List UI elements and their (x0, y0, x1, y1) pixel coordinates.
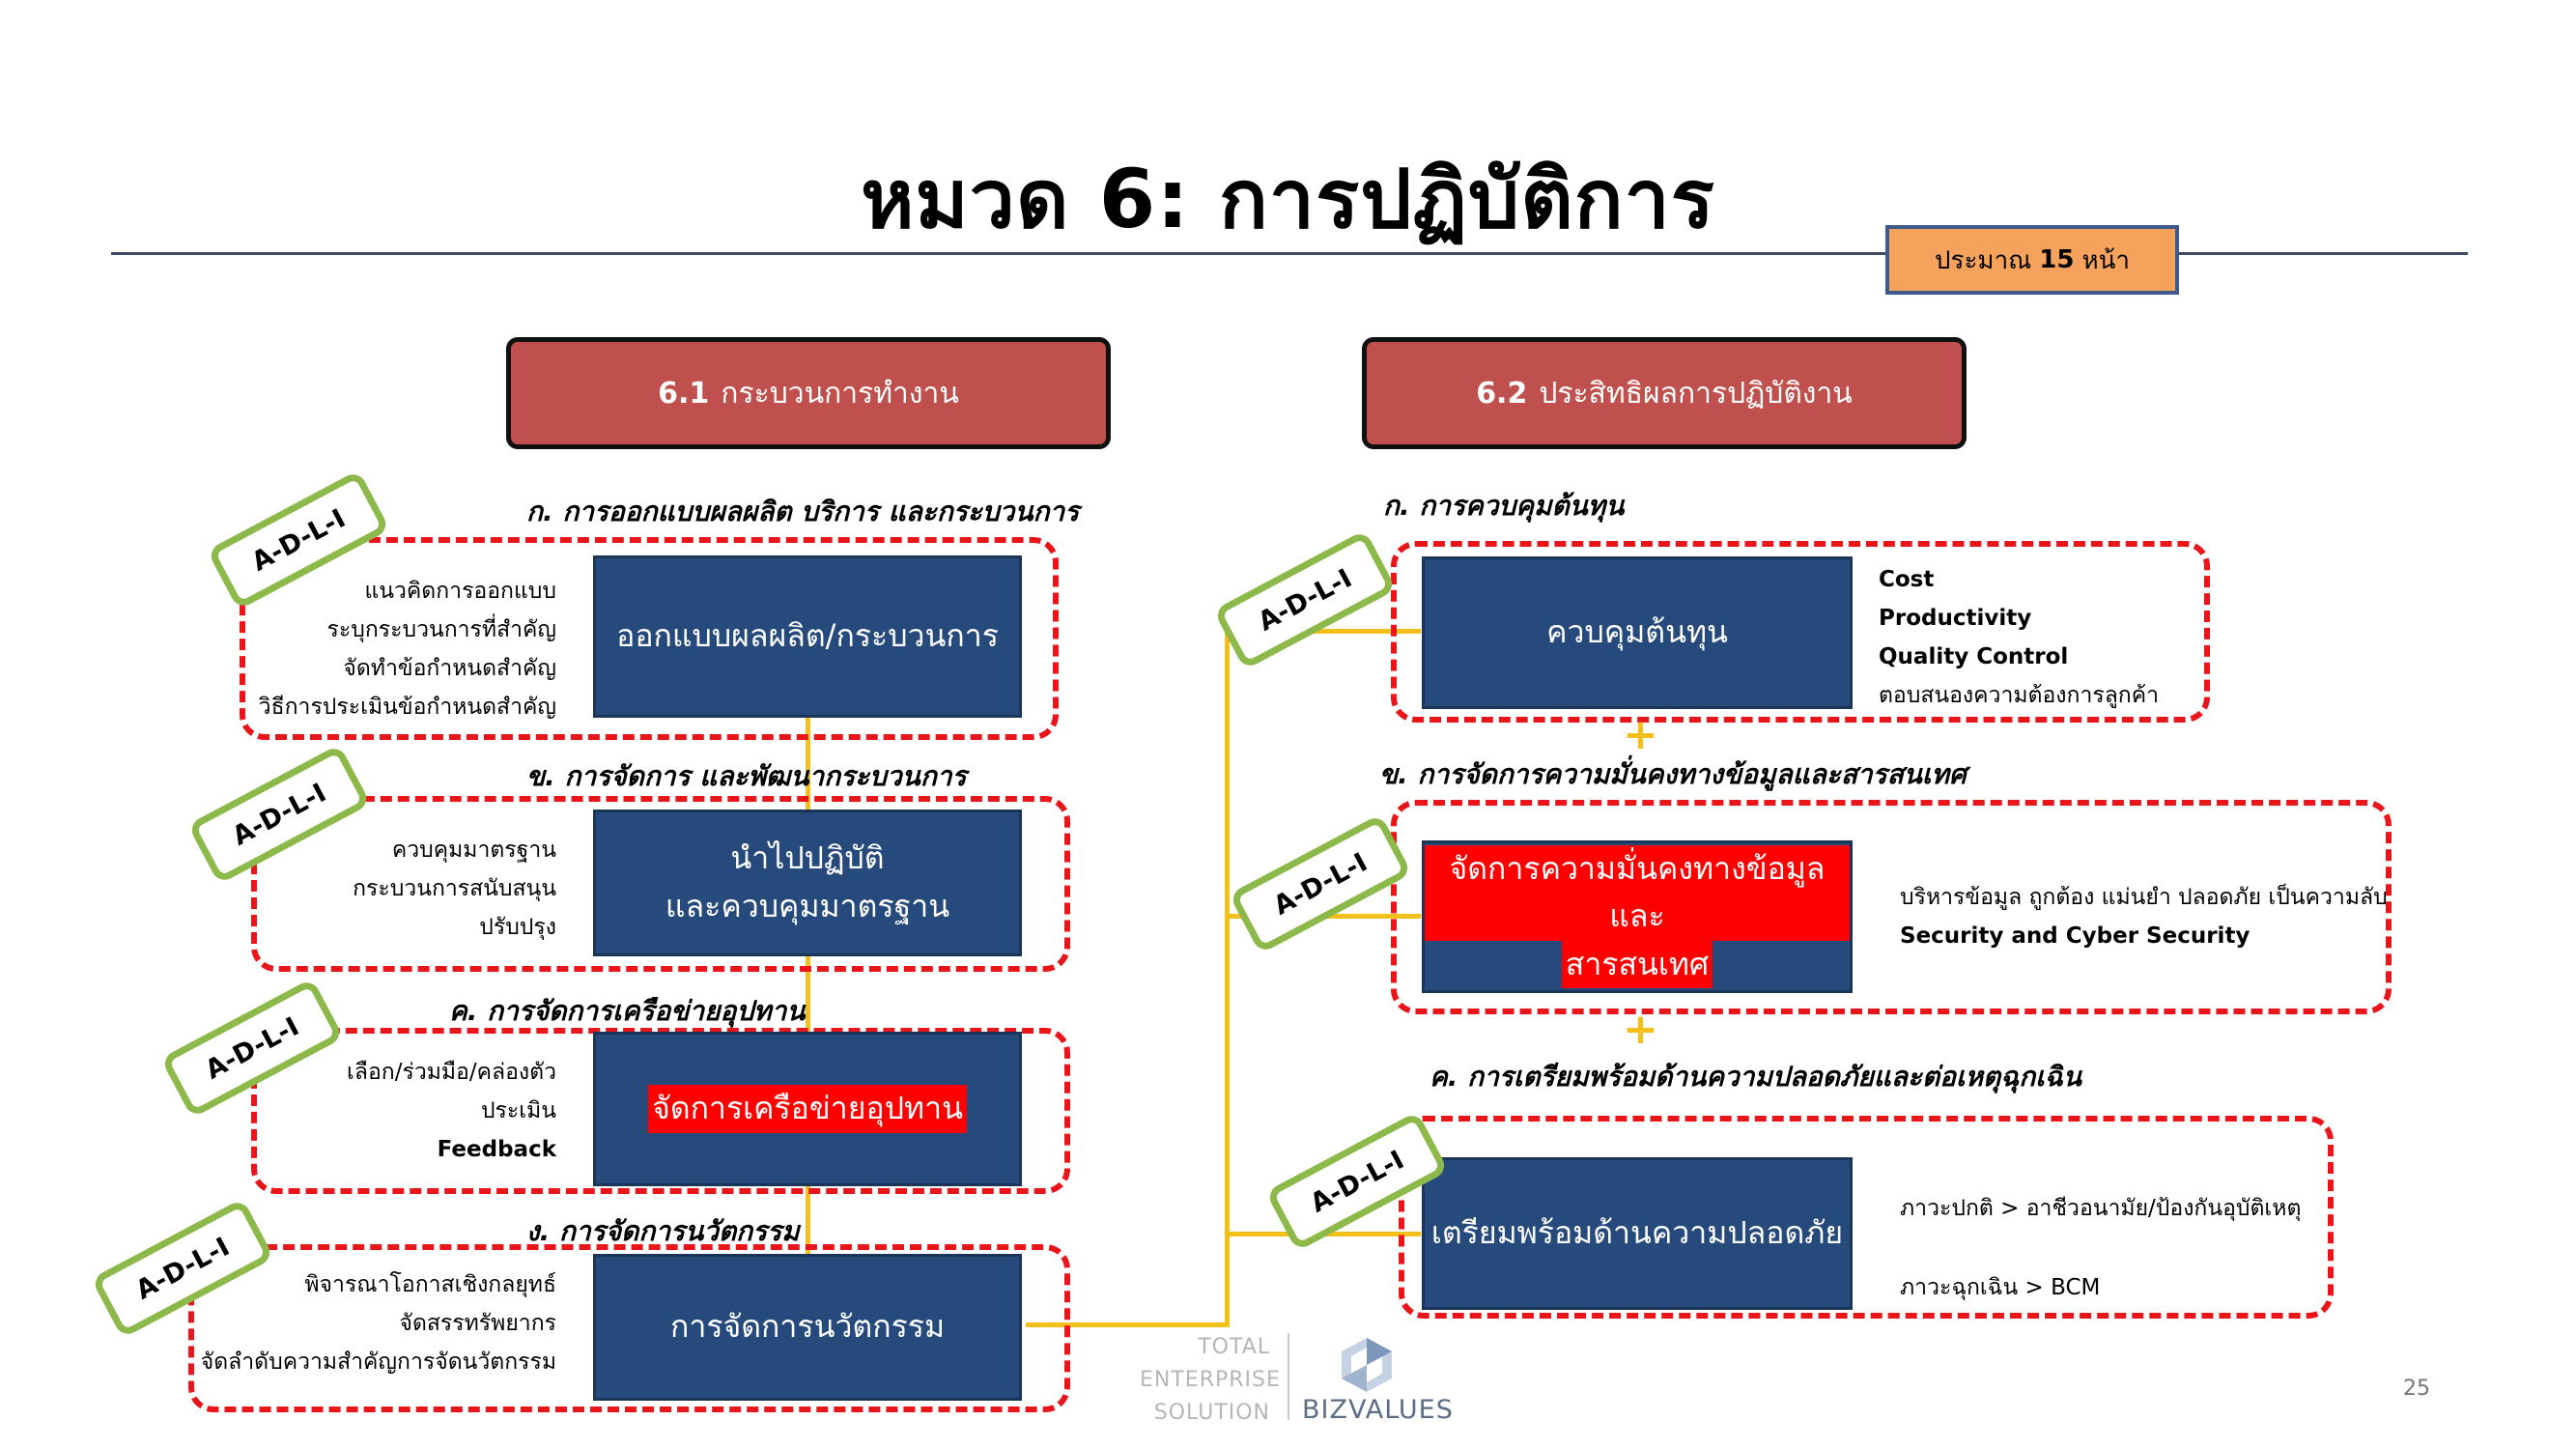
group-process-frame (251, 796, 1070, 972)
notes-cost: Cost Productivity Quality Control ตอบสนอ… (1879, 560, 2159, 715)
page-title: หมวด 6: การปฏิบัติการ (861, 152, 1715, 246)
note: วิธีการประเมินข้อกำหนดสำคัญ (258, 695, 556, 720)
brand-name: BIZVALUES (1302, 1395, 1454, 1425)
note: ภาวะปกติ > อาชีวอนามัย/ป้องกันอุบัติเหตุ (1900, 1196, 2302, 1221)
box-label: นำไปปฏิบัติ (730, 839, 885, 877)
note: Productivity (1879, 606, 2032, 631)
section-6-2-header: 6.2 ประสิทธิผลการปฏิบัติงาน (1362, 337, 1967, 449)
box-label-highlight: สารสนเทศ (1561, 940, 1713, 989)
bizvalues-logo-icon (1342, 1338, 1392, 1392)
group-design-frame (240, 537, 1059, 740)
subheading-cost-control: ก. การควบคุมต้นทุน (1383, 490, 1625, 522)
note: จัดลำดับความสำคัญการจัดนวัตกรรม (200, 1350, 556, 1375)
subheading-design: ก. การออกแบบผลผลิต บริการ และกระบวนการ (526, 496, 1080, 527)
note: พิจารณาโอกาสเชิงกลยุทธ์ (304, 1272, 556, 1297)
box-design: ออกแบบผลผลิต/กระบวนการ (593, 555, 1022, 718)
plus-sign: + (1623, 710, 1658, 759)
subheading-supply-network: ค. การจัดการเครือข่ายอุปทาน (449, 995, 806, 1027)
box-safety-preparedness: เตรียมพร้อมด้านความปลอดภัย (1422, 1157, 1853, 1310)
note: แนวคิดการออกแบบ (364, 579, 556, 604)
box-implement-control: นำไปปฏิบัติ และควบคุมมาตรฐาน (593, 810, 1022, 956)
connector-a-b (806, 715, 810, 811)
section-6-1-header: 6.1 กระบวนการทำงาน (506, 337, 1111, 449)
note: ปรับปรุง (479, 915, 556, 940)
subheading-process-management: ข. การจัดการ และพัฒนากระบวนการ (526, 760, 967, 792)
box-cost-control: ควบคุมต้นทุน (1422, 556, 1853, 709)
box-label: เตรียมพร้อมด้านความปลอดภัย (1430, 1214, 1844, 1252)
note: ภาวะฉุกเฉิน > BCM (1900, 1275, 2101, 1300)
subheading-innovation: ง. การจัดการนวัตกรรม (526, 1215, 800, 1247)
note: จัดสรรทรัพยากร (399, 1311, 556, 1336)
subheading-emergency-preparedness: ค. การเตรียมพร้อมด้านความปลอดภัยและต่อเห… (1430, 1061, 2081, 1093)
group-security-frame (1391, 800, 2392, 1014)
notes-supply: เลือก/ร่วมมือ/คล่องตัว ประเมิน Feedback (193, 1053, 556, 1169)
note: Cost (1879, 567, 1935, 592)
group-safety-frame (1399, 1116, 2334, 1319)
note: Feedback (437, 1137, 556, 1162)
note: ควบคุมมาตรฐาน (391, 838, 556, 863)
box-supply-network: จัดการเครือข่ายอุปทาน (593, 1032, 1022, 1186)
adli-tag: A-D-L-I (1228, 813, 1413, 954)
adli-tag: A-D-L-I (1212, 529, 1398, 670)
note: บริหารข้อมูล ถูกต้อง แม่นยำ ปลอดภัย เป็น… (1900, 885, 2388, 910)
section-number: 6.1 (658, 376, 710, 411)
footer-divider (1288, 1333, 1289, 1420)
connector-trunk (1225, 629, 1230, 1327)
box-label: การจัดการนวัตกรรม (669, 1308, 946, 1346)
connector-innovation-out (1026, 1322, 1227, 1327)
footer-line: TOTAL (1198, 1335, 1270, 1359)
note: เลือก/ร่วมมือ/คล่องตัว (347, 1060, 556, 1085)
notes-process: ควบคุมมาตรฐาน กระบวนการสนับสนุน ปรับปรุง (193, 831, 556, 947)
section-label: กระบวนการทำงาน (721, 376, 959, 411)
group-innovation-frame (188, 1244, 1070, 1412)
notes-design: แนวคิดการออกแบบ ระบุกระบวนการที่สำคัญ จั… (193, 572, 556, 726)
notes-security: บริหารข้อมูล ถูกต้อง แม่นยำ ปลอดภัย เป็น… (1900, 878, 2388, 955)
connector-c-d (806, 1186, 810, 1256)
box-label: ควบคุมต้นทุน (1546, 613, 1728, 651)
connector-to-cost (1225, 629, 1421, 634)
box-label: และควบคุมมาตรฐาน (665, 888, 950, 924)
title-divider (111, 252, 2468, 255)
connector-b-c (806, 956, 810, 1032)
note: Security and Cyber Security (1900, 923, 2250, 949)
notes-innovation: พิจารณาโอกาสเชิงกลยุทธ์ จัดสรรทรัพยากร จ… (174, 1265, 556, 1381)
note: ระบุกระบวนการที่สำคัญ (326, 617, 556, 642)
page-estimate-number: 15 (2039, 245, 2075, 274)
group-cost-frame (1391, 541, 2210, 723)
page-estimate-badge: ประมาณ 15 หน้า (1885, 225, 2179, 295)
group-supply-frame (251, 1028, 1070, 1194)
footer-line: SOLUTION (1153, 1401, 1270, 1425)
footer-line: ENTERPRISE (1140, 1368, 1281, 1392)
box-label: ออกแบบผลผลิต/กระบวนการ (616, 617, 999, 655)
box-label-highlight: จัดการความมั่นคงทางข้อมูลและ (1425, 844, 1850, 941)
footer-tagline: TOTAL ENTERPRISE SOLUTION (1140, 1331, 1281, 1430)
note: จัดทำข้อกำหนดสำคัญ (343, 656, 556, 681)
page-estimate-prefix: ประมาณ (1935, 245, 2032, 275)
page-number: 25 (2403, 1377, 2430, 1401)
note: ตอบสนองความต้องการลูกค้า (1879, 683, 2160, 708)
note: Quality Control (1879, 644, 2069, 669)
box-information-security: จัดการความมั่นคงทางข้อมูลและ สารสนเทศ (1422, 840, 1853, 993)
subheading-information-security: ข. การจัดการความมั่นคงทางข้อมูลและสารสนเ… (1379, 758, 1967, 790)
page-estimate-suffix: หน้า (2081, 245, 2130, 275)
note: กระบวนการสนับสนุน (353, 876, 556, 901)
note: ประเมิน (480, 1098, 556, 1123)
section-number: 6.2 (1476, 376, 1528, 411)
plus-sign: + (1623, 1005, 1658, 1054)
box-innovation: การจัดการนวัตกรรม (593, 1254, 1022, 1401)
notes-safety: ภาวะปกติ > อาชีวอนามัย/ป้องกันอุบัติเหตุ… (1900, 1169, 2301, 1327)
box-label-highlight: จัดการเครือข่ายอุปทาน (648, 1085, 967, 1133)
section-label: ประสิทธิผลการปฏิบัติงาน (1539, 376, 1853, 411)
